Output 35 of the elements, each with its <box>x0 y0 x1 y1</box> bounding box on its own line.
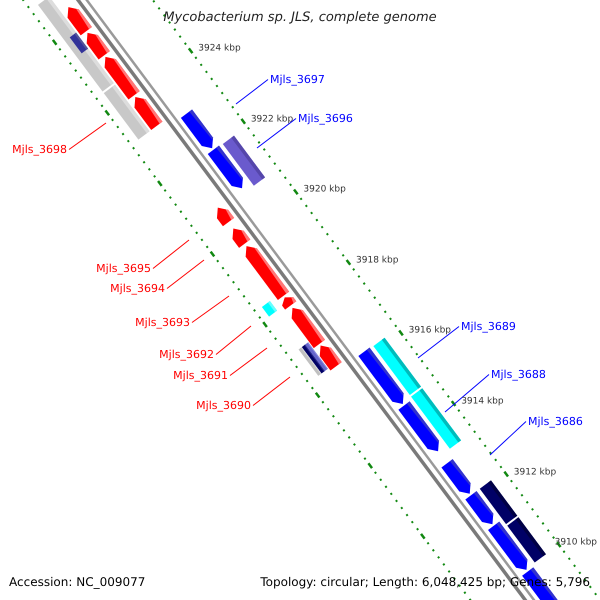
leader-line <box>256 118 296 148</box>
gene-label: Mjls_3695 <box>96 262 151 275</box>
scale-label: 3918 kbp <box>356 255 398 266</box>
gene-label: Mjls_3691 <box>173 369 228 382</box>
leader-line <box>418 326 460 358</box>
gene-label: Mjls_3697 <box>270 73 325 86</box>
gene-label: Mjls_3692 <box>159 348 214 361</box>
gene-label: Mjls_3688 <box>491 368 546 381</box>
gene-label: Mjls_3698 <box>12 143 67 156</box>
gene-label: Mjls_3694 <box>110 282 165 295</box>
scale-label: 3922 kbp <box>250 114 294 126</box>
scale-label: 3920 kbp <box>303 184 346 196</box>
leader-line <box>236 79 268 104</box>
leader-line <box>68 122 106 150</box>
footer-text: Topology: circular; Length: 6,048,425 bp; Genes: 5,796 <box>260 575 590 589</box>
scale-label: 3912 kbp <box>514 467 556 478</box>
gene-label: Mjls_3686 <box>528 415 583 428</box>
leader-line <box>192 296 230 323</box>
gene-label: Mjls_3696 <box>298 112 353 125</box>
scale-label: 3914 kbp <box>461 396 504 408</box>
leader-line <box>252 376 290 406</box>
gene-label: Mjls_3693 <box>135 316 190 329</box>
leader-line <box>444 374 490 412</box>
leader-line <box>216 326 252 355</box>
scale-label: 3916 kbp <box>408 326 452 337</box>
title: Mycobacterium sp. JLS, complete genome <box>163 10 437 25</box>
leader-line <box>166 260 204 289</box>
leader-line <box>490 421 526 456</box>
gene-label: Mjls_3690 <box>196 399 251 412</box>
scale-label: 3910 kbp <box>554 538 597 549</box>
leader-line <box>230 348 268 376</box>
leader-line <box>152 240 190 269</box>
footer-text: Accession: NC_009077 <box>9 575 146 589</box>
scale-label: 3924 kbp <box>198 44 241 55</box>
gene-label: Mjls_3689 <box>461 320 516 333</box>
